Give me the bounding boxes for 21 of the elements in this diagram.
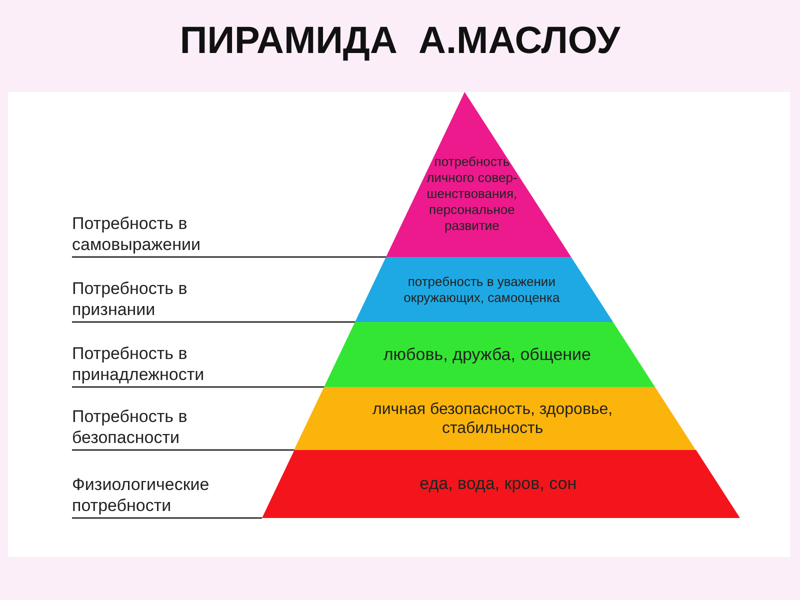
level-label: Потребность в принадлежности xyxy=(72,343,272,385)
leader-line xyxy=(72,386,324,388)
pyramid-tier xyxy=(324,322,656,387)
level-label: Потребность в безопасности xyxy=(72,406,272,448)
tier-text: любовь, дружба, общение xyxy=(382,344,592,364)
pyramid-tier xyxy=(386,92,572,257)
tier-text: личная безопасность, здоровье, стабильность xyxy=(372,400,614,438)
tier-text: еда, вода, кров, сон xyxy=(418,474,578,494)
tier-text: потребность в уважении окружающих, самооценка xyxy=(402,274,561,306)
pyramid-tier xyxy=(294,387,696,450)
leader-line xyxy=(72,517,262,519)
tier-text: потребность личного совер- шенствования, персональное развитие xyxy=(426,154,518,234)
leader-line xyxy=(72,256,386,258)
title: ПИРАМИДА А.МАСЛОУ xyxy=(178,20,622,63)
leader-line xyxy=(72,321,356,323)
pyramid-tier xyxy=(355,257,614,322)
level-label: Потребность в самовыражении xyxy=(72,213,272,255)
pyramid-tier xyxy=(262,450,740,518)
level-label: Потребность в признании xyxy=(72,278,272,320)
level-label: Физиологические потребности xyxy=(72,474,272,516)
leader-line xyxy=(72,449,294,451)
